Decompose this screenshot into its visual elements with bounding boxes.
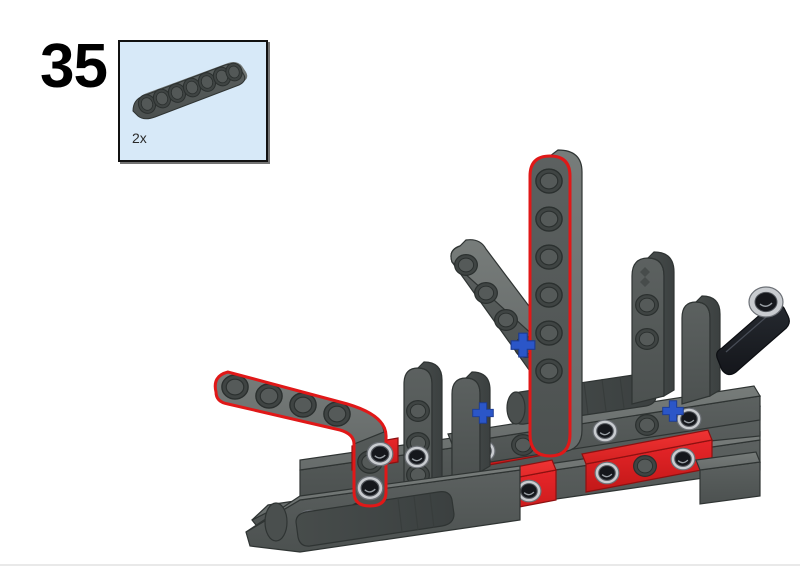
red-liftarm-lower-right	[581, 429, 713, 493]
vertical-beam-right-tall	[631, 251, 675, 405]
page-bottom-rule	[0, 564, 800, 566]
callout-part-illustration	[132, 62, 248, 120]
highlight-outline-left	[213, 370, 388, 508]
highlight-outline-right	[528, 154, 572, 458]
vertical-beam-far-right	[681, 295, 721, 405]
part-quantity-label: 2x	[132, 130, 147, 146]
lower-tube	[295, 491, 455, 547]
liftarm-left-highlighted	[213, 370, 388, 508]
vertical-beam-center	[451, 371, 491, 479]
liftarm-right-highlighted	[528, 149, 583, 458]
pin-left-joint-2	[404, 445, 430, 469]
parts-callout-box: 2x	[118, 40, 268, 162]
black-axle-connector	[716, 286, 790, 376]
pin-left-joint	[366, 441, 394, 467]
chassis-right-beam	[695, 451, 761, 505]
step-number: 35	[40, 32, 108, 101]
